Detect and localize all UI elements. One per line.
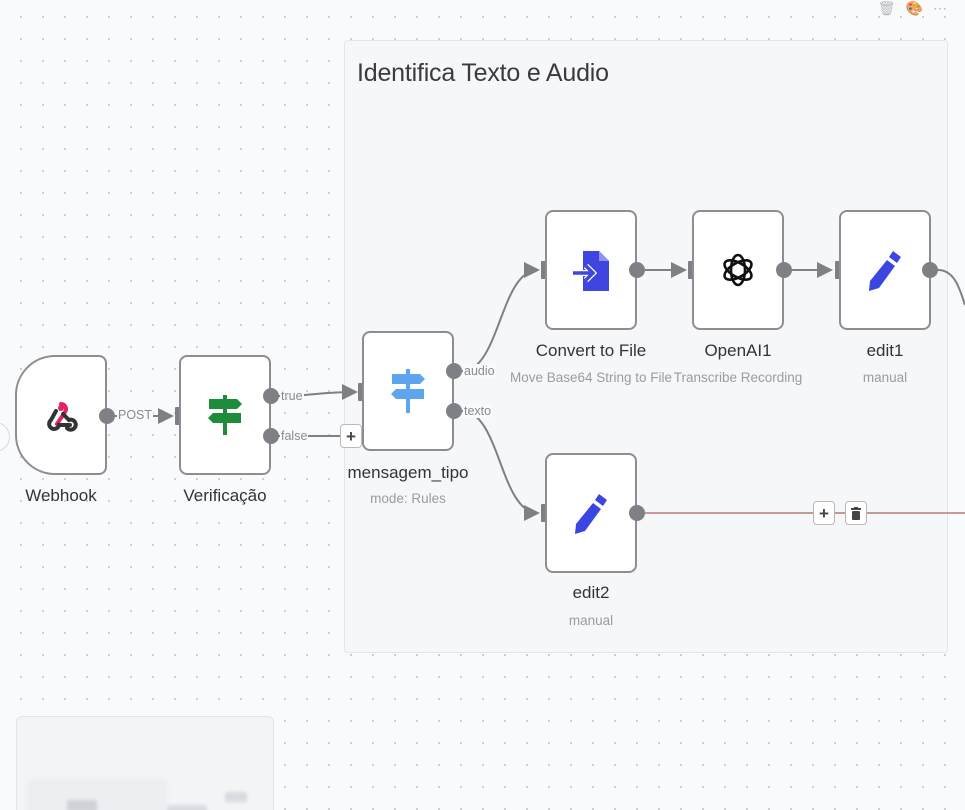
node-subtitle: manual <box>568 613 614 628</box>
node-label: Webhook <box>25 486 97 505</box>
openai-icon <box>723 253 753 287</box>
blurred-content <box>167 805 207 810</box>
node-label: mensagem_tipo <box>347 463 469 482</box>
edge-label-true: true <box>280 389 304 403</box>
edge-edit1-out <box>937 269 965 306</box>
edge-label-false: false <box>280 429 309 443</box>
node-label: Verificação <box>183 486 267 505</box>
webhook-output-port[interactable] <box>99 408 115 424</box>
node-verificacao[interactable] <box>179 355 271 475</box>
node-mensagem-tipo[interactable] <box>362 331 454 451</box>
signpost-icon <box>208 395 242 435</box>
file-import-icon <box>573 251 609 291</box>
verificacao-false-port[interactable] <box>263 428 279 444</box>
node-webhook[interactable] <box>15 355 107 475</box>
edge-label-texto: texto <box>463 404 493 418</box>
mensagem-tipo-texto-port[interactable] <box>446 403 462 419</box>
edit2-output-port[interactable] <box>629 505 645 521</box>
palette-icon[interactable]: 🎨 <box>905 0 923 16</box>
node-label: edit1 <box>866 341 904 360</box>
trash-icon[interactable]: 🗑 <box>877 0 896 16</box>
edge-label-post: POST <box>117 408 154 422</box>
edit1-output-port[interactable] <box>922 262 938 278</box>
sticky-note-secondary[interactable] <box>16 716 274 810</box>
node-label: Convert to File <box>535 341 647 360</box>
signpost-icon <box>391 369 425 413</box>
blurred-content <box>27 779 167 810</box>
node-subtitle: Move Base64 String to File <box>509 370 673 385</box>
pencil-icon <box>869 251 901 291</box>
edge-add-node-button[interactable]: + <box>813 501 835 525</box>
node-subtitle: manual <box>862 370 908 385</box>
openai-output-port[interactable] <box>776 262 792 278</box>
edge-delete-button[interactable] <box>845 501 867 525</box>
node-openai1[interactable] <box>692 210 784 330</box>
node-edit2[interactable] <box>545 453 637 573</box>
pencil-icon <box>575 494 607 534</box>
canvas-toolbar: 🗑 🎨 ⋯ <box>878 0 947 17</box>
node-convert-to-file[interactable] <box>545 210 637 330</box>
trash-icon <box>851 506 861 520</box>
blurred-content <box>225 792 247 802</box>
node-label: OpenAI1 <box>704 341 772 360</box>
node-edit1[interactable] <box>839 210 931 330</box>
node-subtitle: mode: Rules <box>370 491 446 506</box>
node-subtitle: Transcribe Recording <box>673 370 803 385</box>
mensagem-tipo-audio-port[interactable] <box>446 363 462 379</box>
verificacao-true-port[interactable] <box>263 388 279 404</box>
more-icon[interactable]: ⋯ <box>933 0 947 16</box>
node-label: edit2 <box>572 583 610 602</box>
blurred-content <box>67 800 97 810</box>
sticky-note-title: Identifica Texto e Audio <box>357 59 609 87</box>
edge-label-audio: audio <box>463 364 496 378</box>
webhook-icon <box>47 402 78 432</box>
add-node-button[interactable]: + <box>340 424 362 448</box>
convert-output-port[interactable] <box>629 262 645 278</box>
